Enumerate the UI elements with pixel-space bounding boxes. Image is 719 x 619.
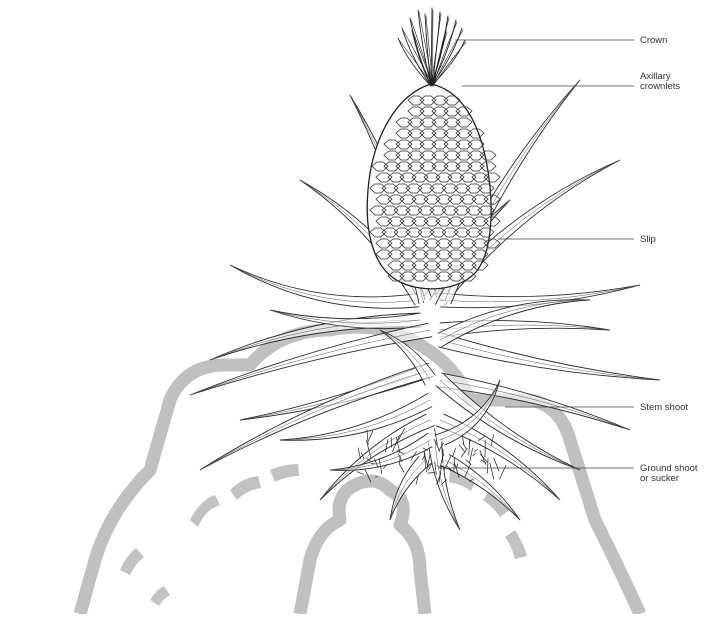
label-ground-shoot-line2: or sucker [640,474,679,484]
crown-leaves [398,8,466,86]
fruit-outline [367,84,491,289]
label-crown: Crown [640,36,667,46]
label-axillary-crownlets-line2: crownlets [640,82,680,92]
fruit [367,84,500,289]
label-stem-shoot: Stem shoot [640,403,688,413]
label-slip: Slip [640,235,656,245]
